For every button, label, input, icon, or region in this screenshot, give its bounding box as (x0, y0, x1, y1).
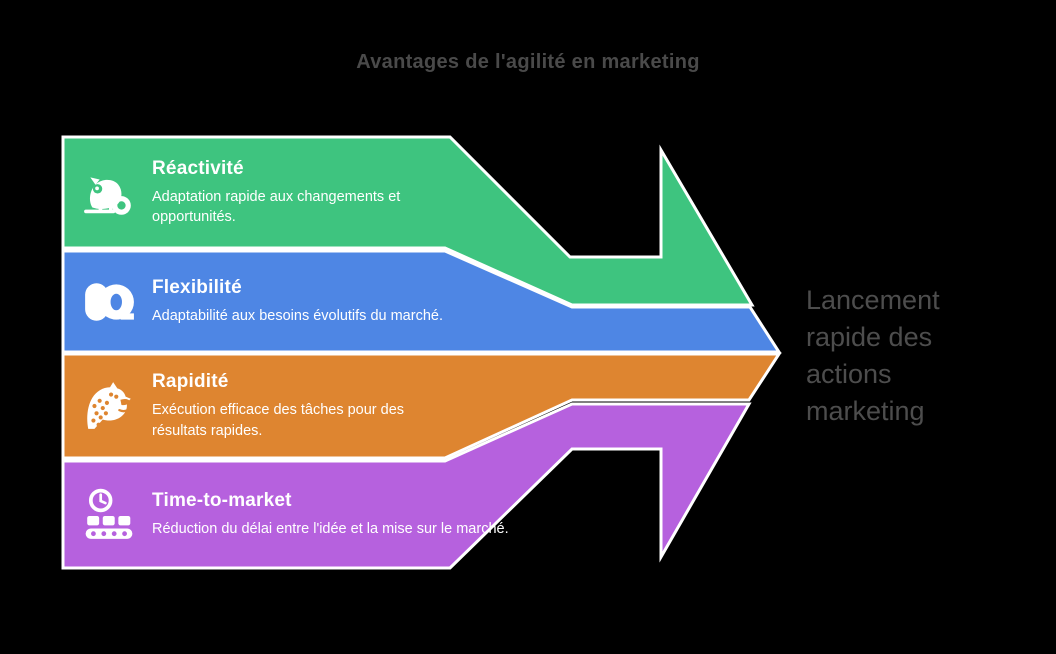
band-block-0: Réactivité Adaptation rapide aux changem… (82, 137, 424, 248)
chameleon-icon (82, 166, 136, 220)
band-text-3: Time-to-market Réduction du délai entre … (152, 490, 514, 539)
band-text-2: Rapidité Exécution efficace des tâches p… (152, 371, 444, 441)
band-title-0: Réactivité (152, 157, 244, 179)
leopard-icon (82, 379, 136, 433)
band-shape-1 (61, 249, 782, 354)
band-desc-2: Exécution efficace des tâches pour des r… (152, 402, 405, 439)
band-title-1: Flexibilité (152, 276, 242, 298)
band-desc-0: Adaptation rapide aux changements et opp… (152, 188, 401, 225)
conveyor-clock-icon (82, 488, 136, 542)
band-text-0: Réactivité Adaptation rapide aux changem… (152, 158, 424, 228)
band-title-2: Rapidité (152, 371, 229, 393)
band-text-1: Flexibilité Adaptabilité aux besoins évo… (152, 277, 497, 326)
band-shape-3 (61, 402, 752, 570)
diagram-title: Avantages de l'agilité en marketing (356, 51, 700, 73)
band-desc-1: Adaptabilité aux besoins évolutifs du ma… (152, 307, 443, 324)
band-block-2: Rapidité Exécution efficace des tâches p… (82, 354, 444, 458)
band-desc-3: Réduction du délai entre l'idée et la mi… (152, 520, 509, 537)
band-shape-0 (61, 135, 755, 307)
band-block-1: Flexibilité Adaptabilité aux besoins évo… (82, 251, 497, 352)
band-title-3: Time-to-market (152, 489, 292, 511)
arrow-label: Lancement rapide des actions marketing (806, 285, 940, 426)
band-block-3: Time-to-market Réduction du délai entre … (82, 461, 514, 568)
tape-roll-icon (82, 275, 136, 329)
band-shape-2 (61, 352, 782, 460)
